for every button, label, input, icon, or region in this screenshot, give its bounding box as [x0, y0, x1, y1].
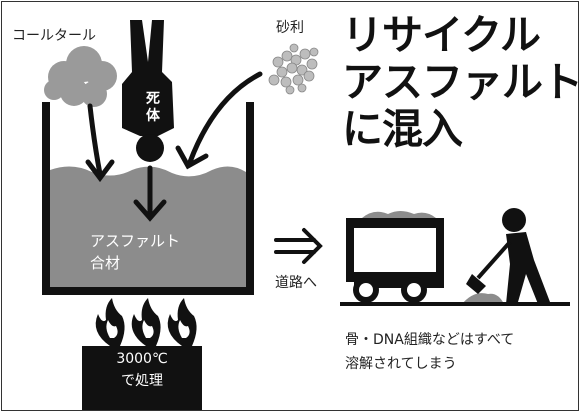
- body-label: 死体: [146, 91, 160, 124]
- headline-line-2: アスファルト: [342, 58, 579, 106]
- flame-icon: [131, 298, 161, 346]
- coal-tar-label: コールタール: [12, 28, 96, 44]
- burn-label-line-1: 3000℃: [116, 351, 168, 367]
- burn-label-line-2: で処理: [121, 373, 163, 389]
- dissolve-label-line-1: 骨・DNA組織などはすべて: [345, 332, 515, 348]
- dissolve-label-line-2: 溶解されてしまう: [345, 356, 457, 372]
- gravel-label: 砂利: [276, 20, 304, 36]
- arrow-body-to-vat-icon: [133, 165, 167, 222]
- burn-label: 3000℃ で処理: [102, 348, 182, 392]
- flame-icon: [167, 298, 197, 346]
- double-arrow-right-icon: [274, 228, 323, 264]
- dissolve-label: 骨・DNA組織などはすべて 溶解されてしまう: [345, 328, 514, 376]
- headline: リサイクル アスファルト に混入: [342, 11, 579, 153]
- arrow-cloud-to-vat-icon: [85, 103, 115, 183]
- flame-icon: [95, 298, 125, 346]
- dump-truck-icon: [346, 211, 444, 303]
- ground-line: [340, 302, 570, 306]
- to-road-label: 道路へ: [275, 275, 317, 291]
- furnace-box: [82, 346, 202, 410]
- coal-tar-cloud-icon: [44, 46, 117, 107]
- body-silhouette-icon: [122, 20, 174, 162]
- asphalt-mix-fill: [50, 166, 246, 287]
- asphalt-mix-label-line-2: 合材: [90, 254, 121, 272]
- gravel-pile-icon: [268, 43, 319, 95]
- headline-line-1: リサイクル: [342, 11, 541, 59]
- road-worker-icon: [462, 208, 550, 304]
- asphalt-mix-label-line-1: アスファルト: [90, 232, 181, 250]
- headline-line-3: に混入: [342, 105, 463, 153]
- asphalt-mix-label: アスファルト 合材: [90, 230, 180, 274]
- arrow-gravel-to-vat-icon: [175, 71, 263, 170]
